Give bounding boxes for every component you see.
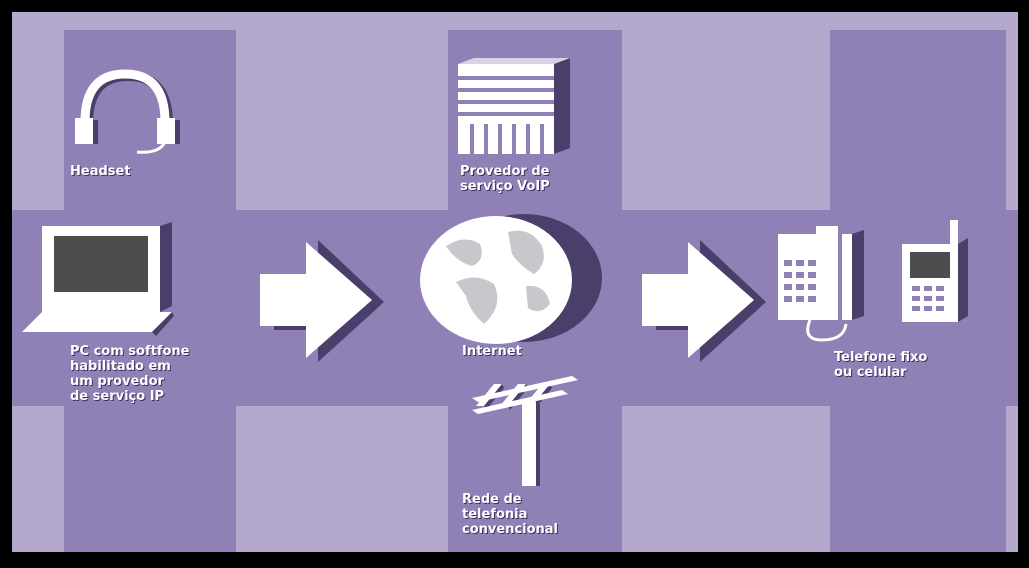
diagram-canvas: Headset Provedor de serviço VoIP PC com … xyxy=(12,12,1018,552)
internet-label: Internet xyxy=(462,344,522,359)
telephone-icon xyxy=(778,220,968,342)
headset-label-line: Headset xyxy=(70,164,131,179)
phone-label-line: ou celular xyxy=(834,365,907,380)
pstn-label-line: telefonia xyxy=(462,507,528,522)
globe-icon xyxy=(420,214,602,344)
pc-label-line: PC com softfone xyxy=(70,344,190,359)
telephone-pole-icon xyxy=(472,376,578,486)
internet-label-line: Internet xyxy=(462,344,522,359)
phone-label: Telefone fixo ou celular xyxy=(834,350,927,380)
pc-label-line: de serviço IP xyxy=(70,389,165,404)
headset-label: Headset xyxy=(70,164,131,179)
pstn-label-line: Rede de xyxy=(462,492,522,507)
provider-label: Provedor de serviço VoIP xyxy=(460,164,550,194)
provider-label-line: serviço VoIP xyxy=(460,179,550,194)
pstn-label: Rede de telefonia convencional xyxy=(462,492,558,537)
arrow-right-icon xyxy=(260,240,384,362)
pstn-label-line: convencional xyxy=(462,522,559,537)
arrow-right-icon xyxy=(642,240,766,362)
provider-label-line: Provedor de xyxy=(460,164,550,179)
pc-label: PC com softfone habilitado em um provedo… xyxy=(70,344,190,404)
phone-label-line: Telefone fixo xyxy=(834,350,928,365)
pc-label-line: um provedor xyxy=(70,374,164,389)
headset-icon xyxy=(75,69,180,154)
building-icon xyxy=(458,58,570,154)
pc-label-line: habilitado em xyxy=(70,359,171,374)
computer-icon xyxy=(22,222,174,336)
